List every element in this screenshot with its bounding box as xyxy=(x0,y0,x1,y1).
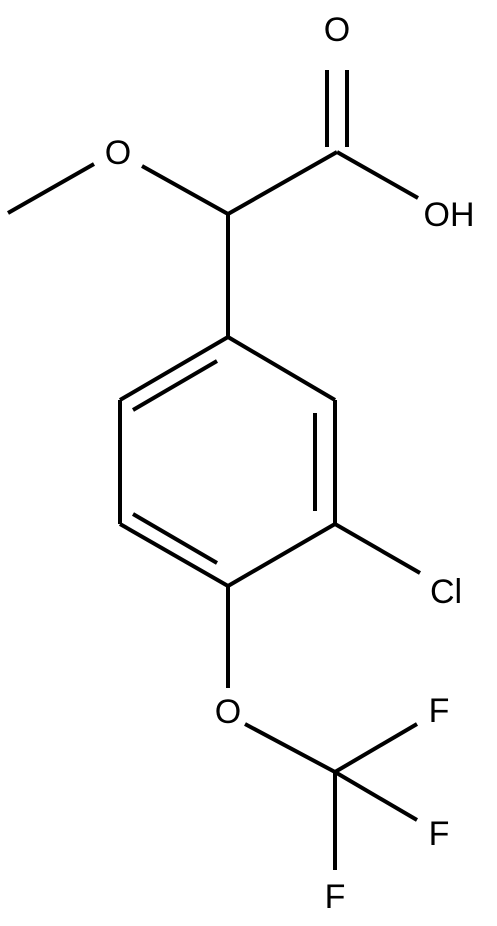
atom-labels: O OH O Cl O F F F xyxy=(105,11,475,916)
atom-o-carbonyl: O xyxy=(324,11,350,49)
bond-o-cf3 xyxy=(244,722,336,774)
atom-o-methoxy: O xyxy=(105,134,131,172)
bond-c-f2 xyxy=(333,770,419,822)
bond-ring-1 xyxy=(226,335,337,402)
bond-alpha-o-methoxy xyxy=(141,164,229,216)
bond-c-f1 xyxy=(333,722,419,774)
atom-f2: F xyxy=(429,815,450,853)
atom-o-ether: O xyxy=(215,693,241,731)
bond-alpha-carboxyl xyxy=(227,150,338,216)
atom-cl: Cl xyxy=(430,573,462,611)
bond-ring-6-inner xyxy=(131,359,219,412)
bonds xyxy=(7,70,421,870)
bond-ring-4 xyxy=(119,522,229,588)
bond-ring-6 xyxy=(118,335,230,402)
bond-o-methyl xyxy=(7,162,95,215)
atom-oh-hydroxyl: OH xyxy=(424,196,475,234)
bond-carboxyl-c-oh xyxy=(336,150,419,200)
bond-ring-4-inner xyxy=(131,512,219,565)
atom-f3: F xyxy=(325,878,346,916)
bond-ring-3 xyxy=(226,522,337,588)
atom-f1: F xyxy=(429,692,450,730)
bond-ring-cl xyxy=(334,522,421,575)
